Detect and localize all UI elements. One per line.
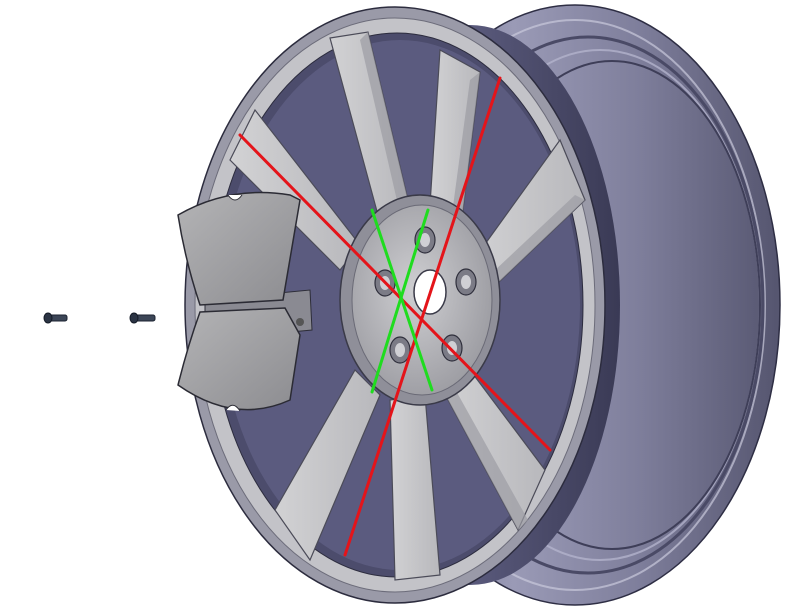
green-markup-lines xyxy=(370,208,434,394)
spoke-shading xyxy=(360,32,585,530)
green-line-2 xyxy=(370,208,430,394)
bracket-screw-hole xyxy=(296,318,304,326)
wheel-face-six-spoke[interactable] xyxy=(184,6,606,604)
spokes xyxy=(229,31,586,581)
green-line-1 xyxy=(370,208,434,392)
center-cap-exploded[interactable] xyxy=(177,191,313,412)
cap-screw-left[interactable] xyxy=(43,312,68,324)
cap-screw-right[interactable] xyxy=(129,312,156,324)
red-line-steep xyxy=(343,76,502,557)
red-markup-lines xyxy=(238,76,552,557)
red-line-diagonal xyxy=(238,133,552,452)
